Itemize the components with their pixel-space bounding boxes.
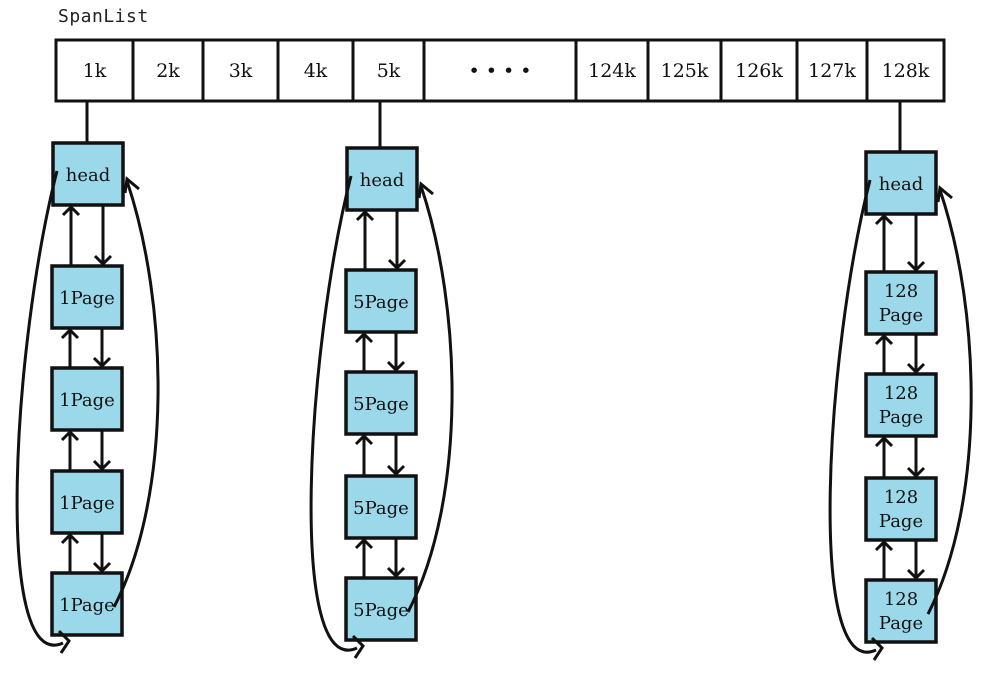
- page-node-label: Page: [879, 305, 923, 326]
- page-node-label: 5Page: [353, 394, 409, 415]
- bucket-label: 124k: [588, 60, 636, 82]
- arrowhead: [123, 176, 140, 194]
- arrowhead: [906, 260, 926, 273]
- page-node-label: 1Page: [59, 595, 115, 616]
- arrowhead: [60, 532, 80, 545]
- arrowhead: [60, 327, 80, 340]
- bucket-label: 1k: [83, 60, 107, 82]
- page-node-label: 5Page: [353, 600, 409, 621]
- arrowhead: [386, 360, 406, 373]
- tail-to-head-link: [406, 185, 454, 613]
- head-label: head: [360, 170, 405, 191]
- page-node-label: 5Page: [353, 292, 409, 313]
- arrowhead: [874, 435, 894, 448]
- page-node-label: Page: [879, 407, 923, 428]
- page-node: [864, 372, 938, 438]
- page-node-label: 128: [884, 383, 918, 404]
- arrowhead: [354, 537, 374, 550]
- bucket-row: 1k 2k 3k 4k 5k • • • • 124k 125k 126k 127k 128k: [54, 38, 946, 103]
- page-node-label: 1Page: [59, 390, 115, 411]
- page-node: [864, 476, 938, 542]
- page-node: [864, 270, 938, 336]
- arrowhead: [936, 185, 953, 203]
- arrowhead: [417, 181, 434, 199]
- page-node: [864, 578, 938, 644]
- span-column: head 1Page 1Page 1Page 1Page: [15, 141, 160, 654]
- spanlist-title: SpanList: [58, 6, 149, 27]
- bucket-label: 4k: [304, 60, 328, 82]
- arrowhead: [906, 568, 926, 581]
- tail-to-head-link: [926, 189, 973, 615]
- bucket-connectors: [85, 101, 902, 152]
- page-node: [50, 571, 124, 637]
- bucket-label: 5k: [377, 60, 401, 82]
- bucket-label: 125k: [661, 60, 709, 82]
- arrowhead: [92, 561, 112, 574]
- arrowhead: [60, 429, 80, 442]
- arrowhead: [386, 464, 406, 477]
- page-node-label: 1Page: [59, 493, 115, 514]
- span-columns: head 1Page 1Page 1Page 1Page head 5Page 5Page 5P…: [15, 141, 973, 661]
- bucket-label: 126k: [735, 60, 783, 82]
- head-node: [864, 150, 938, 216]
- page-node: [50, 469, 124, 535]
- bucket-label: 127k: [808, 60, 856, 82]
- arrowhead: [351, 634, 365, 659]
- head-to-tail-link: [309, 175, 358, 652]
- page-node-label: Page: [879, 613, 923, 634]
- page-node: [50, 264, 124, 330]
- bucket-label: 128k: [882, 60, 930, 82]
- arrowhead: [906, 362, 926, 375]
- bucket-label: 2k: [156, 60, 180, 82]
- bucket-label: 3k: [229, 60, 253, 82]
- page-node: [344, 474, 418, 540]
- arrowhead: [354, 433, 374, 446]
- page-node-label: 128: [884, 487, 918, 508]
- arrowhead: [906, 466, 926, 479]
- arrowhead: [387, 258, 407, 271]
- tail-to-head-link: [112, 180, 160, 608]
- arrowhead: [874, 333, 894, 346]
- page-node-label: 128: [884, 589, 918, 610]
- head-node: [51, 141, 125, 207]
- span-column: head 5Page 5Page 5Page 5Page: [309, 146, 454, 659]
- arrowhead: [92, 459, 112, 472]
- page-node: [344, 370, 418, 436]
- page-node-label: Page: [879, 511, 923, 532]
- head-label: head: [879, 174, 924, 195]
- arrowhead: [61, 204, 81, 217]
- arrowhead: [386, 566, 406, 579]
- page-node-label: 128: [884, 281, 918, 302]
- head-to-tail-link: [828, 179, 877, 654]
- arrowhead: [874, 213, 894, 226]
- arrowhead: [57, 629, 71, 654]
- page-node: [50, 366, 124, 432]
- arrowhead: [93, 254, 113, 267]
- page-node: [344, 576, 418, 642]
- arrowhead: [354, 331, 374, 344]
- head-to-tail-link: [15, 170, 64, 647]
- page-node-label: 1Page: [59, 288, 115, 309]
- arrowhead: [870, 636, 884, 661]
- head-label: head: [66, 165, 111, 186]
- arrowhead: [92, 356, 112, 369]
- arrowhead: [355, 209, 375, 222]
- page-node: [344, 268, 418, 334]
- head-node: [345, 146, 419, 212]
- arrowhead: [874, 539, 894, 552]
- page-node-label: 5Page: [353, 498, 409, 519]
- bucket-label: • • • •: [469, 60, 532, 82]
